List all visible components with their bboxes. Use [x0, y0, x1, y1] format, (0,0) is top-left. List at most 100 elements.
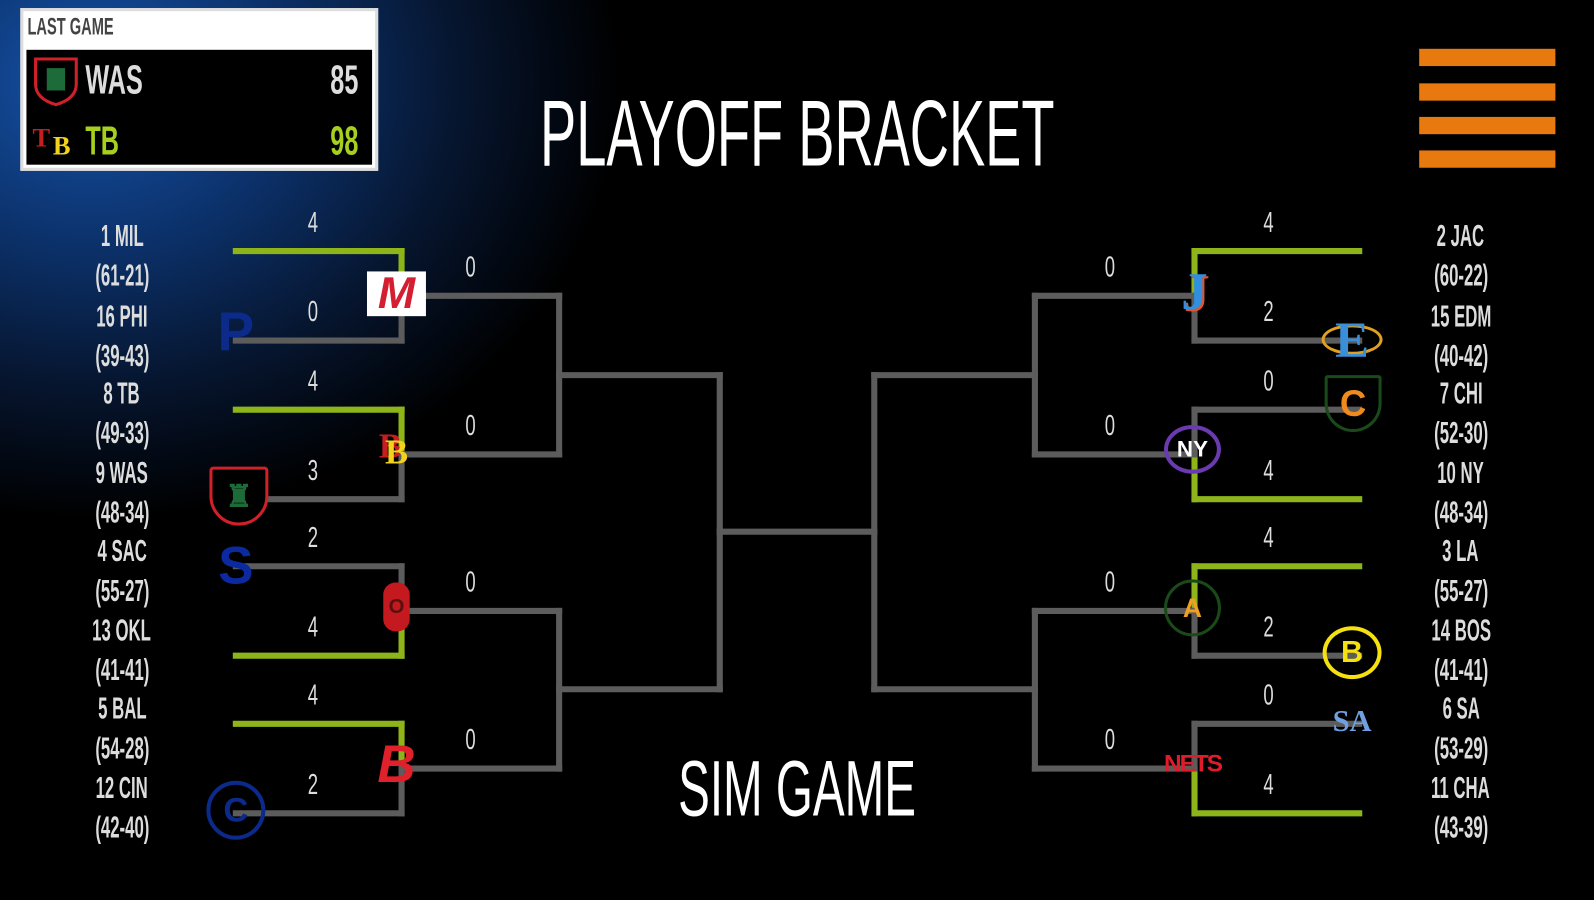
phi-p-logo-icon[interactable]: P — [217, 301, 255, 363]
last-game-team-row: WAS 85 — [26, 52, 372, 111]
round1-score: 4 — [293, 611, 334, 644]
team-score: 98 — [329, 118, 358, 164]
seed-team-record: (52-30) — [1390, 417, 1532, 452]
seed-team-record-text: (53-29) — [1433, 731, 1488, 766]
seed-team-name: 3 LA — [1390, 535, 1532, 570]
seed-team-record-text: (55-27) — [94, 574, 150, 608]
seed-team-name: 15 EDM — [1390, 300, 1532, 335]
round1-score-text: 4 — [1263, 521, 1274, 554]
seed-team-record-text: (48-34) — [1433, 496, 1488, 530]
seed-team-name-text: 9 WAS — [95, 456, 149, 491]
seed-team-name-text: 13 OKL — [92, 614, 152, 648]
seed-team-name: 13 OKL — [51, 614, 193, 649]
seed-team-record: (48-34) — [1390, 496, 1532, 531]
seed-team-record-text: (41-41) — [1433, 653, 1488, 688]
round1-score-text: 4 — [1263, 768, 1274, 801]
round2-score: 0 — [1090, 566, 1131, 599]
seed-team-name-text: 16 PHI — [96, 299, 148, 334]
seed-team-name-text: 5 BAL — [97, 692, 147, 726]
bal-b-logo-icon[interactable]: B — [377, 735, 416, 794]
seed-team-name: 6 SA — [1390, 692, 1532, 727]
edm-e-logo-icon[interactable]: E — [1321, 311, 1383, 368]
sa-logo-icon[interactable]: SA — [1332, 704, 1372, 739]
seed-team-name-text: 15 EDM — [1430, 299, 1492, 334]
round2-score-text: 0 — [465, 409, 476, 442]
seed-team-record-text: (43-39) — [1433, 811, 1488, 845]
round2-score: 0 — [450, 251, 491, 284]
seed-team-record-text: (54-28) — [94, 731, 150, 766]
seed-team-name-text: 12 CIN — [95, 771, 149, 806]
seed-team-name: 10 NY — [1390, 456, 1532, 491]
mil-m-logo-icon[interactable]: M — [366, 268, 426, 318]
round2-score-text: 0 — [465, 566, 476, 598]
round1-score-text: 3 — [307, 454, 319, 486]
seed-team-record-text: (40-42) — [1433, 339, 1488, 374]
seed-team-record: (41-41) — [1390, 654, 1532, 689]
seed-team-name-text: 14 BOS — [1431, 614, 1491, 648]
seed-team-name-text: 4 SAC — [97, 534, 147, 569]
page-title: PLAYOFF BRACKET — [539, 82, 1055, 187]
round1-score: 4 — [293, 365, 334, 398]
seed-team-name-text: 10 NY — [1437, 456, 1485, 491]
round2-score: 0 — [1090, 410, 1131, 443]
team-abbr: TB — [85, 118, 120, 164]
seed-team-name: 14 BOS — [1390, 614, 1532, 649]
seed-team-name: 8 TB — [51, 377, 193, 412]
la-circle-logo-icon[interactable]: A — [1164, 579, 1221, 637]
round1-score: 4 — [1248, 454, 1289, 487]
round1-score-text: 2 — [307, 768, 319, 801]
seed-team-record: (48-34) — [51, 496, 193, 531]
sim-game-button[interactable]: SIM GAME — [678, 743, 916, 833]
seed-team-name: 12 CIN — [51, 772, 193, 807]
bos-b-circle-logo-icon[interactable]: B — [1322, 626, 1382, 680]
round1-score: 0 — [293, 296, 334, 329]
round1-score: 2 — [293, 769, 334, 802]
seed-team-record: (39-43) — [51, 340, 193, 375]
seed-team-name: 2 JAC — [1390, 220, 1532, 255]
nets-logo-icon[interactable]: NETS — [1163, 750, 1223, 778]
seed-team-record-text: (52-30) — [1433, 416, 1488, 451]
round1-score-text: 4 — [307, 364, 319, 397]
round1-score: 4 — [1248, 769, 1289, 802]
round2-score: 0 — [450, 724, 491, 757]
ny-circle-logo-icon[interactable]: NY — [1164, 424, 1221, 474]
was-shield-logo-icon — [34, 57, 78, 107]
round1-score: 2 — [1248, 296, 1289, 329]
seed-team-name-text: 3 LA — [1442, 534, 1480, 569]
round1-score: 3 — [293, 454, 334, 487]
round1-score-text: 2 — [1263, 295, 1274, 328]
seed-team-name: 16 PHI — [51, 300, 193, 335]
hamburger-menu-icon[interactable] — [1419, 48, 1556, 169]
seed-team-name: 1 MIL — [51, 220, 193, 255]
tb-logo-icon[interactable]: B — [384, 434, 409, 472]
seed-team-record-text: (41-41) — [94, 653, 150, 688]
seed-team-record-text: (48-34) — [94, 496, 150, 530]
seed-team-name: 5 BAL — [51, 692, 193, 727]
round1-score-text: 4 — [1263, 206, 1274, 238]
round1-score: 4 — [1248, 206, 1289, 239]
round1-score-text: 0 — [1263, 679, 1274, 711]
team-score: 85 — [329, 57, 358, 103]
seed-team-name: 11 CHA — [1390, 772, 1532, 807]
round2-score: 0 — [1090, 251, 1131, 284]
round2-score: 0 — [450, 410, 491, 443]
sac-s-logo-icon[interactable]: S — [218, 536, 254, 596]
seed-team-name: 7 CHI — [1390, 377, 1532, 412]
okl-logo-icon[interactable]: O — [383, 582, 410, 632]
round1-score-text: 0 — [307, 295, 319, 328]
round1-score-text: 0 — [1263, 364, 1274, 397]
seed-team-record: (49-33) — [51, 417, 193, 452]
chi-c-shield-logo-icon[interactable]: C — [1324, 375, 1382, 433]
seed-team-name: 4 SAC — [51, 535, 193, 570]
seed-team-record-text: (39-43) — [94, 339, 150, 374]
seed-team-record: (53-29) — [1390, 732, 1532, 767]
jac-j-logo-icon[interactable]: J — [1181, 262, 1208, 321]
seed-team-record-text: (55-27) — [1433, 574, 1488, 608]
cin-c-logo-icon[interactable]: C — [206, 780, 266, 840]
was-shield-logo-icon[interactable]: ♜ — [209, 466, 269, 526]
seed-team-record: (54-28) — [51, 732, 193, 767]
seed-team-name-text: 7 CHI — [1439, 377, 1483, 411]
